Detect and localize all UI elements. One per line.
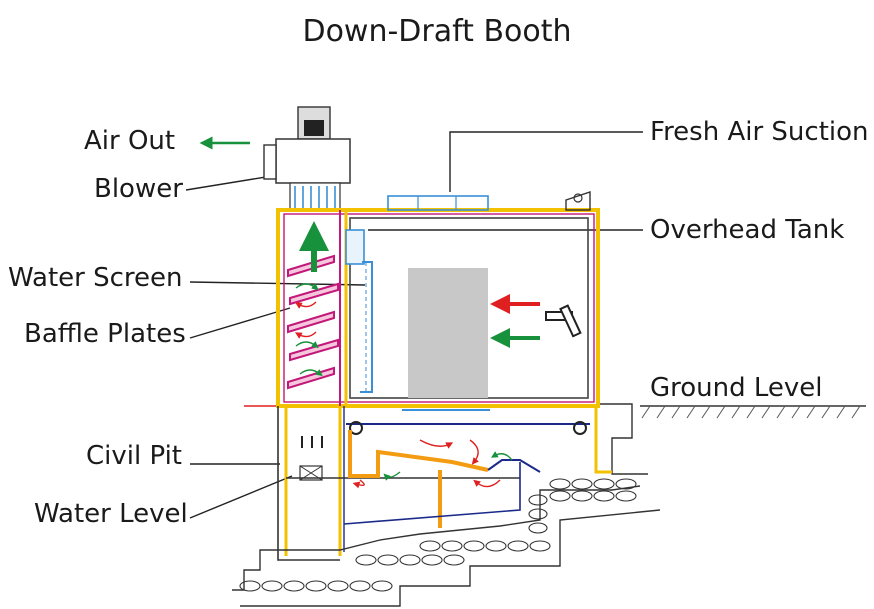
label-baffle-plates: Baffle Plates <box>24 319 186 349</box>
label-water-screen: Water Screen <box>8 263 183 293</box>
label-water-level: Water Level <box>34 499 188 529</box>
foundation <box>232 478 661 607</box>
painted-object <box>408 268 488 398</box>
leader-lines <box>185 131 643 519</box>
label-ground-level: Ground Level <box>650 373 823 403</box>
label-fresh-air-suction: Fresh Air Suction <box>650 117 869 147</box>
ground-level-line <box>244 403 866 475</box>
label-civil-pit: Civil Pit <box>86 441 183 471</box>
civil-pit <box>277 406 612 561</box>
diagram-title: Down-Draft Booth <box>302 14 572 49</box>
baffle-plates <box>287 221 339 390</box>
label-overhead-tank: Overhead Tank <box>650 215 845 245</box>
water-screen <box>345 229 373 393</box>
overhead-tank-shape <box>345 229 365 265</box>
door-handle-icon <box>545 304 582 338</box>
blower-unit <box>199 106 351 212</box>
label-air-out: Air Out <box>84 126 176 156</box>
label-blower: Blower <box>94 174 183 204</box>
